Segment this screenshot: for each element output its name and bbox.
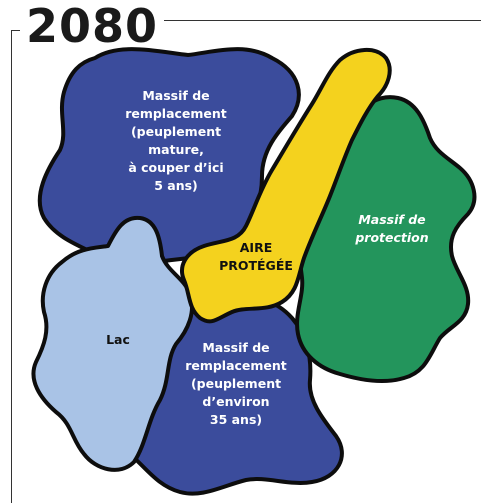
label-lac: Lac <box>106 332 130 347</box>
zone-lac <box>31 215 195 472</box>
zone-aire-protegee <box>180 48 392 324</box>
label-massif-35: Massif de remplacement (peuplement d’env… <box>185 340 287 427</box>
label-line: (peuplement <box>131 124 221 139</box>
label-line: Massif de <box>202 340 269 355</box>
label-line: Massif de <box>142 88 209 103</box>
label-line: remplacement <box>125 106 227 121</box>
frame-top-line <box>140 20 481 21</box>
label-line: 35 ans) <box>210 412 262 427</box>
label-line: d’environ <box>202 394 269 409</box>
label-line: 5 ans) <box>154 178 198 193</box>
label-aire-protegee: AIRE PROTÉGÉE <box>219 240 293 273</box>
label-line: à couper d’ici <box>128 160 223 175</box>
label-line: Massif de <box>358 212 425 227</box>
label-line: Lac <box>106 332 130 347</box>
frame-left-line <box>11 30 12 503</box>
label-massif-protection: Massif de protection <box>354 212 428 245</box>
year-title: 2080 <box>22 0 165 54</box>
label-line: mature, <box>148 142 204 157</box>
label-massif-mature: Massif de remplacement (peuplement matur… <box>125 88 227 193</box>
label-line: PROTÉGÉE <box>219 258 293 273</box>
label-line: AIRE <box>240 240 273 255</box>
label-line: (peuplement <box>191 376 281 391</box>
frame-corner-tick <box>11 30 20 31</box>
label-line: remplacement <box>185 358 287 373</box>
label-line: protection <box>354 230 428 245</box>
